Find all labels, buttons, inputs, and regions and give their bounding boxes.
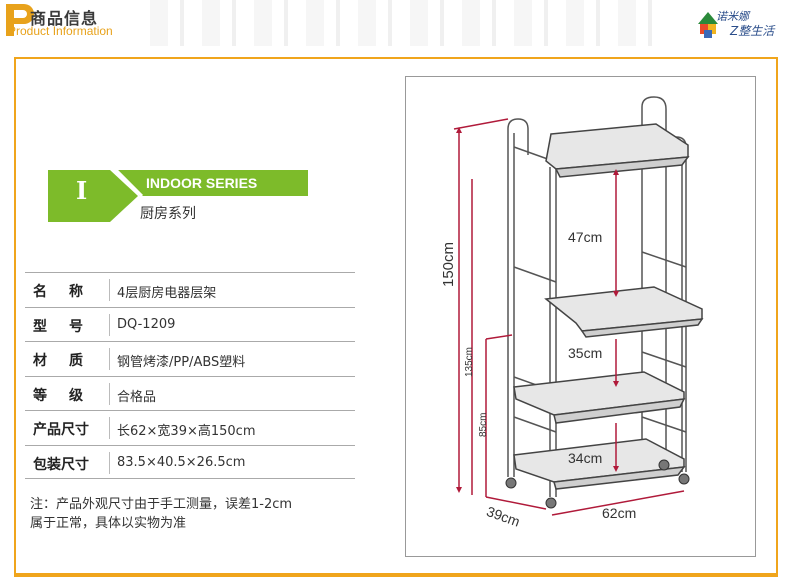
brand-line1: 诺米娜 — [716, 10, 749, 23]
spec-row-package-size: 包装尺寸 83.5×40.5×26.5cm — [25, 444, 355, 479]
spec-row-material: 材质 钢管烤漆/PP/ABS塑料 — [25, 341, 355, 376]
spec-label: 等级 — [33, 387, 105, 404]
page-subtitle: Product Information — [8, 24, 113, 38]
spec-value: 83.5×40.5×26.5cm — [117, 454, 246, 470]
spec-label: 包装尺寸 — [33, 456, 89, 473]
dimension-height-mid: 135cm — [464, 346, 475, 377]
divider — [109, 451, 110, 474]
product-image-panel: 150cm 135cm 85cm 47cm 35cm 34cm 39cm 62c… — [405, 76, 756, 557]
measurement-note: 注：产品外观尺寸由于手工测量，误差1-2cm 属于正常，具体以实物为准 — [30, 495, 360, 533]
content-frame — [14, 57, 778, 577]
brand-logo-icon — [698, 12, 718, 38]
spec-row-name: 名称 4层厨房电器层架 — [25, 272, 355, 307]
spec-value: 合格品 — [117, 389, 157, 405]
dimension-gap-top: 47cm — [568, 229, 603, 245]
dimension-height-total: 150cm — [440, 241, 457, 287]
header: 商品信息 Product Information 诺米娜 Z整生活 — [0, 0, 790, 46]
note-line1: 注：产品外观尺寸由于手工测量，误差1-2cm — [30, 497, 293, 512]
dimension-height-low: 85cm — [478, 412, 489, 437]
spec-table: 名称 4层厨房电器层架 型号 DQ-1209 材质 钢管烤漆/PP/ABS塑料 … — [25, 272, 355, 479]
spec-value: 长62×宽39×高150cm — [117, 424, 256, 439]
divider — [109, 382, 110, 405]
page-title: 商品信息 — [30, 9, 99, 28]
header-decoration — [150, 0, 670, 46]
spec-label: 型号 — [33, 318, 105, 335]
spec-row-product-size: 产品尺寸 长62×宽39×高150cm — [25, 410, 355, 445]
note-line2: 属于正常，具体以实物为准 — [30, 516, 187, 531]
dimension-gap-mid: 35cm — [568, 345, 603, 361]
series-title-en: INDOOR SERIES — [146, 175, 258, 191]
divider — [109, 417, 110, 439]
spec-row-grade: 等级 合格品 — [25, 375, 355, 411]
product-p-icon — [6, 4, 34, 36]
spec-value: 4层厨房电器层架 — [117, 286, 217, 301]
series-number: I — [76, 176, 88, 205]
dimension-gap-bottom: 34cm — [568, 450, 603, 466]
spec-value: DQ-1209 — [117, 316, 176, 332]
spec-value: 钢管烤漆/PP/ABS塑料 — [117, 355, 246, 370]
spec-label: 产品尺寸 — [33, 422, 89, 438]
series-title-cn: 厨房系列 — [140, 206, 196, 222]
divider — [109, 313, 110, 336]
divider — [109, 279, 110, 301]
divider — [109, 348, 110, 370]
series-badge — [48, 170, 308, 222]
dimension-width: 62cm — [602, 505, 637, 521]
brand-line2: Z整生活 — [730, 24, 775, 38]
spec-label: 材质 — [33, 353, 105, 369]
series-badge-shape — [48, 170, 308, 222]
spec-label: 名称 — [33, 284, 105, 300]
shelf-rack-illustration — [453, 96, 704, 516]
spec-row-model: 型号 DQ-1209 — [25, 306, 355, 342]
